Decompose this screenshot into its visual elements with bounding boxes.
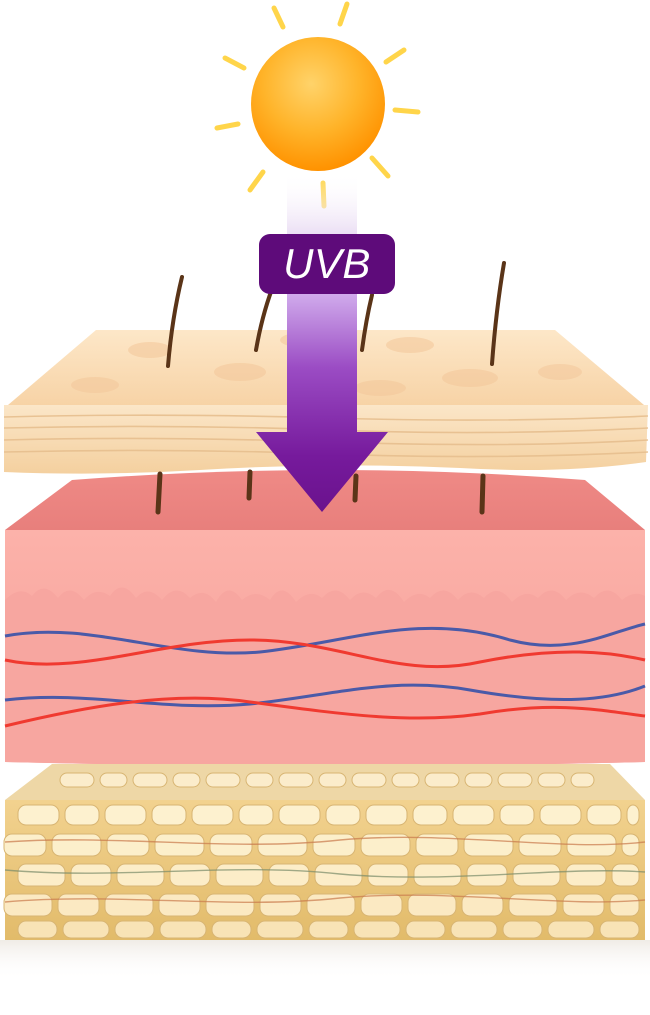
- fat-cell: [104, 893, 154, 917]
- fat-cell: [452, 804, 495, 826]
- fat-cell: [562, 893, 605, 917]
- fat-cell-icon: [3, 772, 640, 939]
- fat-cell: [99, 772, 128, 788]
- fat-cell: [412, 804, 448, 826]
- fat-cell: [539, 804, 582, 826]
- fat-cell: [245, 772, 274, 788]
- fat-cell: [508, 893, 558, 917]
- fat-cell: [132, 772, 168, 788]
- fat-cell: [70, 863, 112, 887]
- fat-cell: [405, 920, 446, 939]
- fat-cell: [599, 920, 640, 939]
- fat-cell: [215, 863, 264, 887]
- fat-cell: [360, 893, 403, 917]
- sun-icon: [214, 1, 421, 209]
- fat-cell: [518, 833, 562, 857]
- fat-cell: [257, 833, 308, 857]
- fat-cell: [64, 804, 100, 826]
- fat-cell: [325, 804, 361, 826]
- fat-cell: [308, 920, 349, 939]
- fat-cell: [312, 833, 356, 857]
- fat-cell: [621, 833, 640, 857]
- fat-cell: [353, 920, 401, 939]
- fat-cell: [211, 920, 252, 939]
- fat-cell: [256, 920, 304, 939]
- fat-cell: [464, 772, 493, 788]
- fat-cell: [154, 833, 205, 857]
- fat-cell: [499, 804, 535, 826]
- fat-cell: [3, 893, 53, 917]
- fat-cell: [57, 893, 100, 917]
- fat-cell: [391, 772, 420, 788]
- fat-cell: [238, 804, 274, 826]
- fat-cell: [611, 863, 640, 887]
- fat-cell: [17, 920, 58, 939]
- fat-cell: [360, 833, 411, 857]
- fat-cell: [497, 772, 533, 788]
- fat-cell: [114, 920, 155, 939]
- fat-cell: [365, 804, 408, 826]
- fat-cell: [351, 772, 387, 788]
- fat-cell: [407, 893, 457, 917]
- fat-cell: [169, 863, 211, 887]
- fat-cell: [62, 920, 110, 939]
- fat-cell: [17, 863, 66, 887]
- fat-cell: [278, 772, 314, 788]
- fat-cell: [626, 804, 640, 826]
- fat-cell: [367, 863, 409, 887]
- fat-cell: [172, 772, 201, 788]
- fat-cell: [450, 920, 498, 939]
- fat-cell: [17, 804, 60, 826]
- fat-cell: [537, 772, 566, 788]
- hypodermis-layer: [0, 764, 650, 980]
- fat-cell: [106, 833, 150, 857]
- fat-cell: [461, 893, 504, 917]
- fat-cell: [424, 772, 460, 788]
- fat-cell: [609, 893, 640, 917]
- fat-cell: [104, 804, 147, 826]
- fat-cell: [191, 804, 234, 826]
- fat-cell: [158, 893, 201, 917]
- fat-cell: [209, 833, 253, 857]
- fat-cell: [463, 833, 514, 857]
- fat-cell: [151, 804, 187, 826]
- down-arrow-icon: [256, 172, 388, 512]
- fat-cell: [413, 863, 462, 887]
- fat-cell: [51, 833, 102, 857]
- blood-vessel-icon: [4, 622, 646, 728]
- fat-cell: [205, 772, 241, 788]
- fat-cell: [268, 863, 310, 887]
- fat-cell: [205, 893, 255, 917]
- fat-cell: [586, 804, 622, 826]
- fat-cell: [116, 863, 165, 887]
- fat-cell: [318, 772, 347, 788]
- uvb-label: UVB: [259, 234, 395, 294]
- dermis-layer: [4, 470, 646, 766]
- fat-cell: [278, 804, 321, 826]
- fat-cell: [512, 863, 561, 887]
- fat-cell: [565, 863, 607, 887]
- fat-cell: [59, 772, 95, 788]
- fat-cell: [502, 920, 543, 939]
- fat-cell: [570, 772, 595, 788]
- epidermis-layer: [3, 330, 649, 474]
- fat-cell: [159, 920, 207, 939]
- fat-cell: [3, 833, 47, 857]
- fat-cell: [415, 833, 459, 857]
- fat-cell: [547, 920, 595, 939]
- fat-cell: [259, 893, 302, 917]
